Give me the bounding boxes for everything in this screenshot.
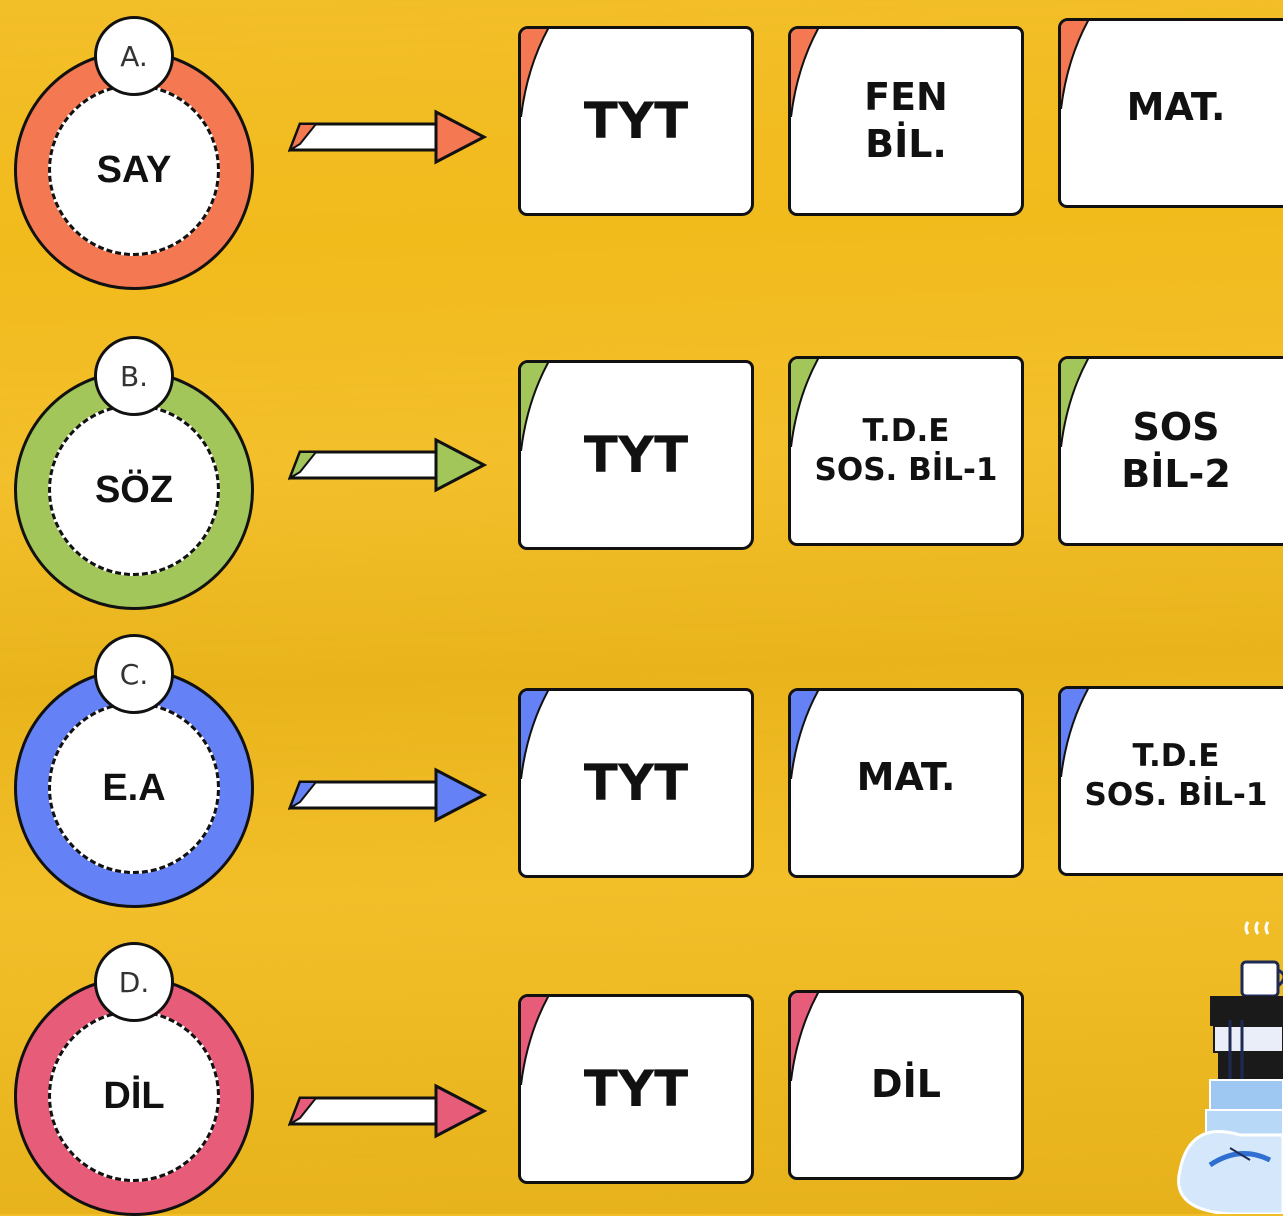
arrow-icon [287, 437, 488, 493]
category-badge-say: SAY A. [14, 16, 254, 290]
subject-card: MAT. [788, 688, 1024, 878]
badge-label: E.A [48, 702, 220, 874]
row-soz: SÖZ B. TYT T.D.E SOS. BİL-1 SOS BİL-2 [0, 320, 1283, 610]
badge-label: SAY [48, 84, 220, 256]
card-label: TYT [583, 91, 689, 150]
row-say: SAY A. TYT FEN BİL. MAT. [0, 0, 1283, 290]
badge-letter: A. [94, 16, 174, 96]
card-label: T.D.E SOS. BİL-1 [1084, 738, 1268, 813]
card-label: MAT. [1126, 85, 1226, 130]
subject-card: T.D.E SOS. BİL-1 [788, 356, 1024, 546]
arrow-icon [287, 109, 488, 165]
card-label: TYT [583, 425, 689, 484]
row-dil: DİL D. TYT DİL [0, 942, 1283, 1216]
subject-card: DİL [788, 990, 1024, 1180]
category-badge-ea: E.A C. [14, 634, 254, 908]
card-label: TYT [583, 753, 689, 812]
subject-card: FEN BİL. [788, 26, 1024, 216]
arrow-icon [287, 767, 488, 823]
subject-card: SOS BİL-2 [1058, 356, 1283, 546]
badge-label: DİL [48, 1010, 220, 1182]
subject-card-tyt: TYT [518, 688, 754, 878]
badge-letter: D. [94, 942, 174, 1022]
card-label: T.D.E SOS. BİL-1 [814, 413, 998, 488]
badge-letter: C. [94, 634, 174, 714]
subject-card-tyt: TYT [518, 360, 754, 550]
card-label: MAT. [856, 755, 956, 800]
category-badge-soz: SÖZ B. [14, 336, 254, 610]
subject-card-tyt: TYT [518, 994, 754, 1184]
arrow-icon [287, 1083, 488, 1139]
card-label: DİL [871, 1062, 941, 1107]
row-ea: E.A C. TYT MAT. T.D.E SOS. BİL-1 [0, 634, 1283, 908]
subject-card: MAT. [1058, 18, 1283, 208]
subject-card-tyt: TYT [518, 26, 754, 216]
badge-letter: B. [94, 336, 174, 416]
stacked-books-with-coffee-cup-icon [1177, 921, 1283, 1214]
category-badge-dil: DİL D. [14, 942, 254, 1216]
card-label: TYT [583, 1059, 689, 1118]
subject-card: T.D.E SOS. BİL-1 [1058, 686, 1283, 876]
badge-label: SÖZ [48, 404, 220, 576]
card-label: FEN BİL. [864, 74, 948, 167]
card-label: SOS BİL-2 [1121, 404, 1231, 497]
